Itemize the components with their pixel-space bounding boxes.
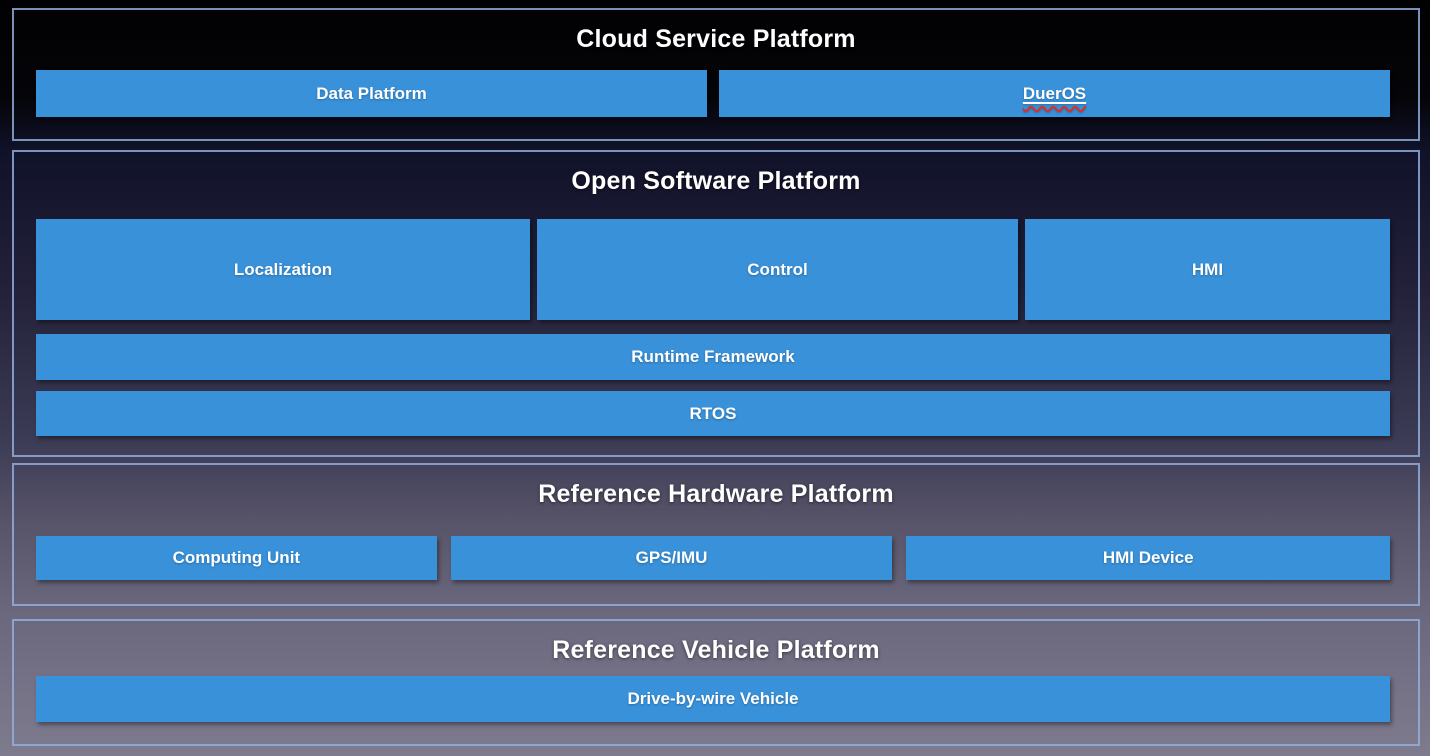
box-hmi-device: HMI Device	[906, 536, 1391, 580]
box-computing-unit: Computing Unit	[36, 536, 437, 580]
hardware-boxes-row: Computing Unit GPS/IMU HMI Device	[36, 536, 1391, 580]
box-localization: Localization	[36, 219, 530, 320]
section-title-hardware: Reference Hardware Platform	[538, 480, 894, 508]
box-data-platform: Data Platform	[36, 70, 707, 117]
box-dueros: DuerOS	[719, 70, 1390, 117]
box-rtos: RTOS	[36, 391, 1390, 436]
box-hmi: HMI	[1025, 219, 1390, 320]
dueros-label: DuerOS	[1022, 83, 1087, 103]
box-drive-by-wire-vehicle: Drive-by-wire Vehicle	[36, 676, 1390, 722]
box-gps-imu: GPS/IMU	[450, 536, 893, 580]
box-control: Control	[537, 219, 1018, 320]
spellcheck-underline: DuerOS	[1023, 84, 1086, 104]
rtos-row: RTOS	[36, 391, 1390, 436]
section-cloud-service-platform: Cloud Service Platform Data Platform Due…	[12, 8, 1420, 141]
section-reference-vehicle-platform: Reference Vehicle Platform Drive-by-wire…	[12, 619, 1420, 746]
section-open-software-platform: Open Software Platform Localization Cont…	[12, 150, 1420, 457]
section-reference-hardware-platform: Reference Hardware Platform Computing Un…	[12, 463, 1420, 606]
software-modules-row: Localization Control HMI	[36, 219, 1390, 320]
vehicle-boxes-row: Drive-by-wire Vehicle	[36, 676, 1390, 722]
section-title-vehicle: Reference Vehicle Platform	[552, 636, 880, 664]
cloud-boxes-row: Data Platform DuerOS	[36, 70, 1390, 117]
section-title-cloud: Cloud Service Platform	[576, 25, 856, 53]
section-title-software: Open Software Platform	[571, 167, 861, 195]
box-runtime-framework: Runtime Framework	[36, 334, 1390, 380]
runtime-framework-row: Runtime Framework	[36, 334, 1390, 380]
